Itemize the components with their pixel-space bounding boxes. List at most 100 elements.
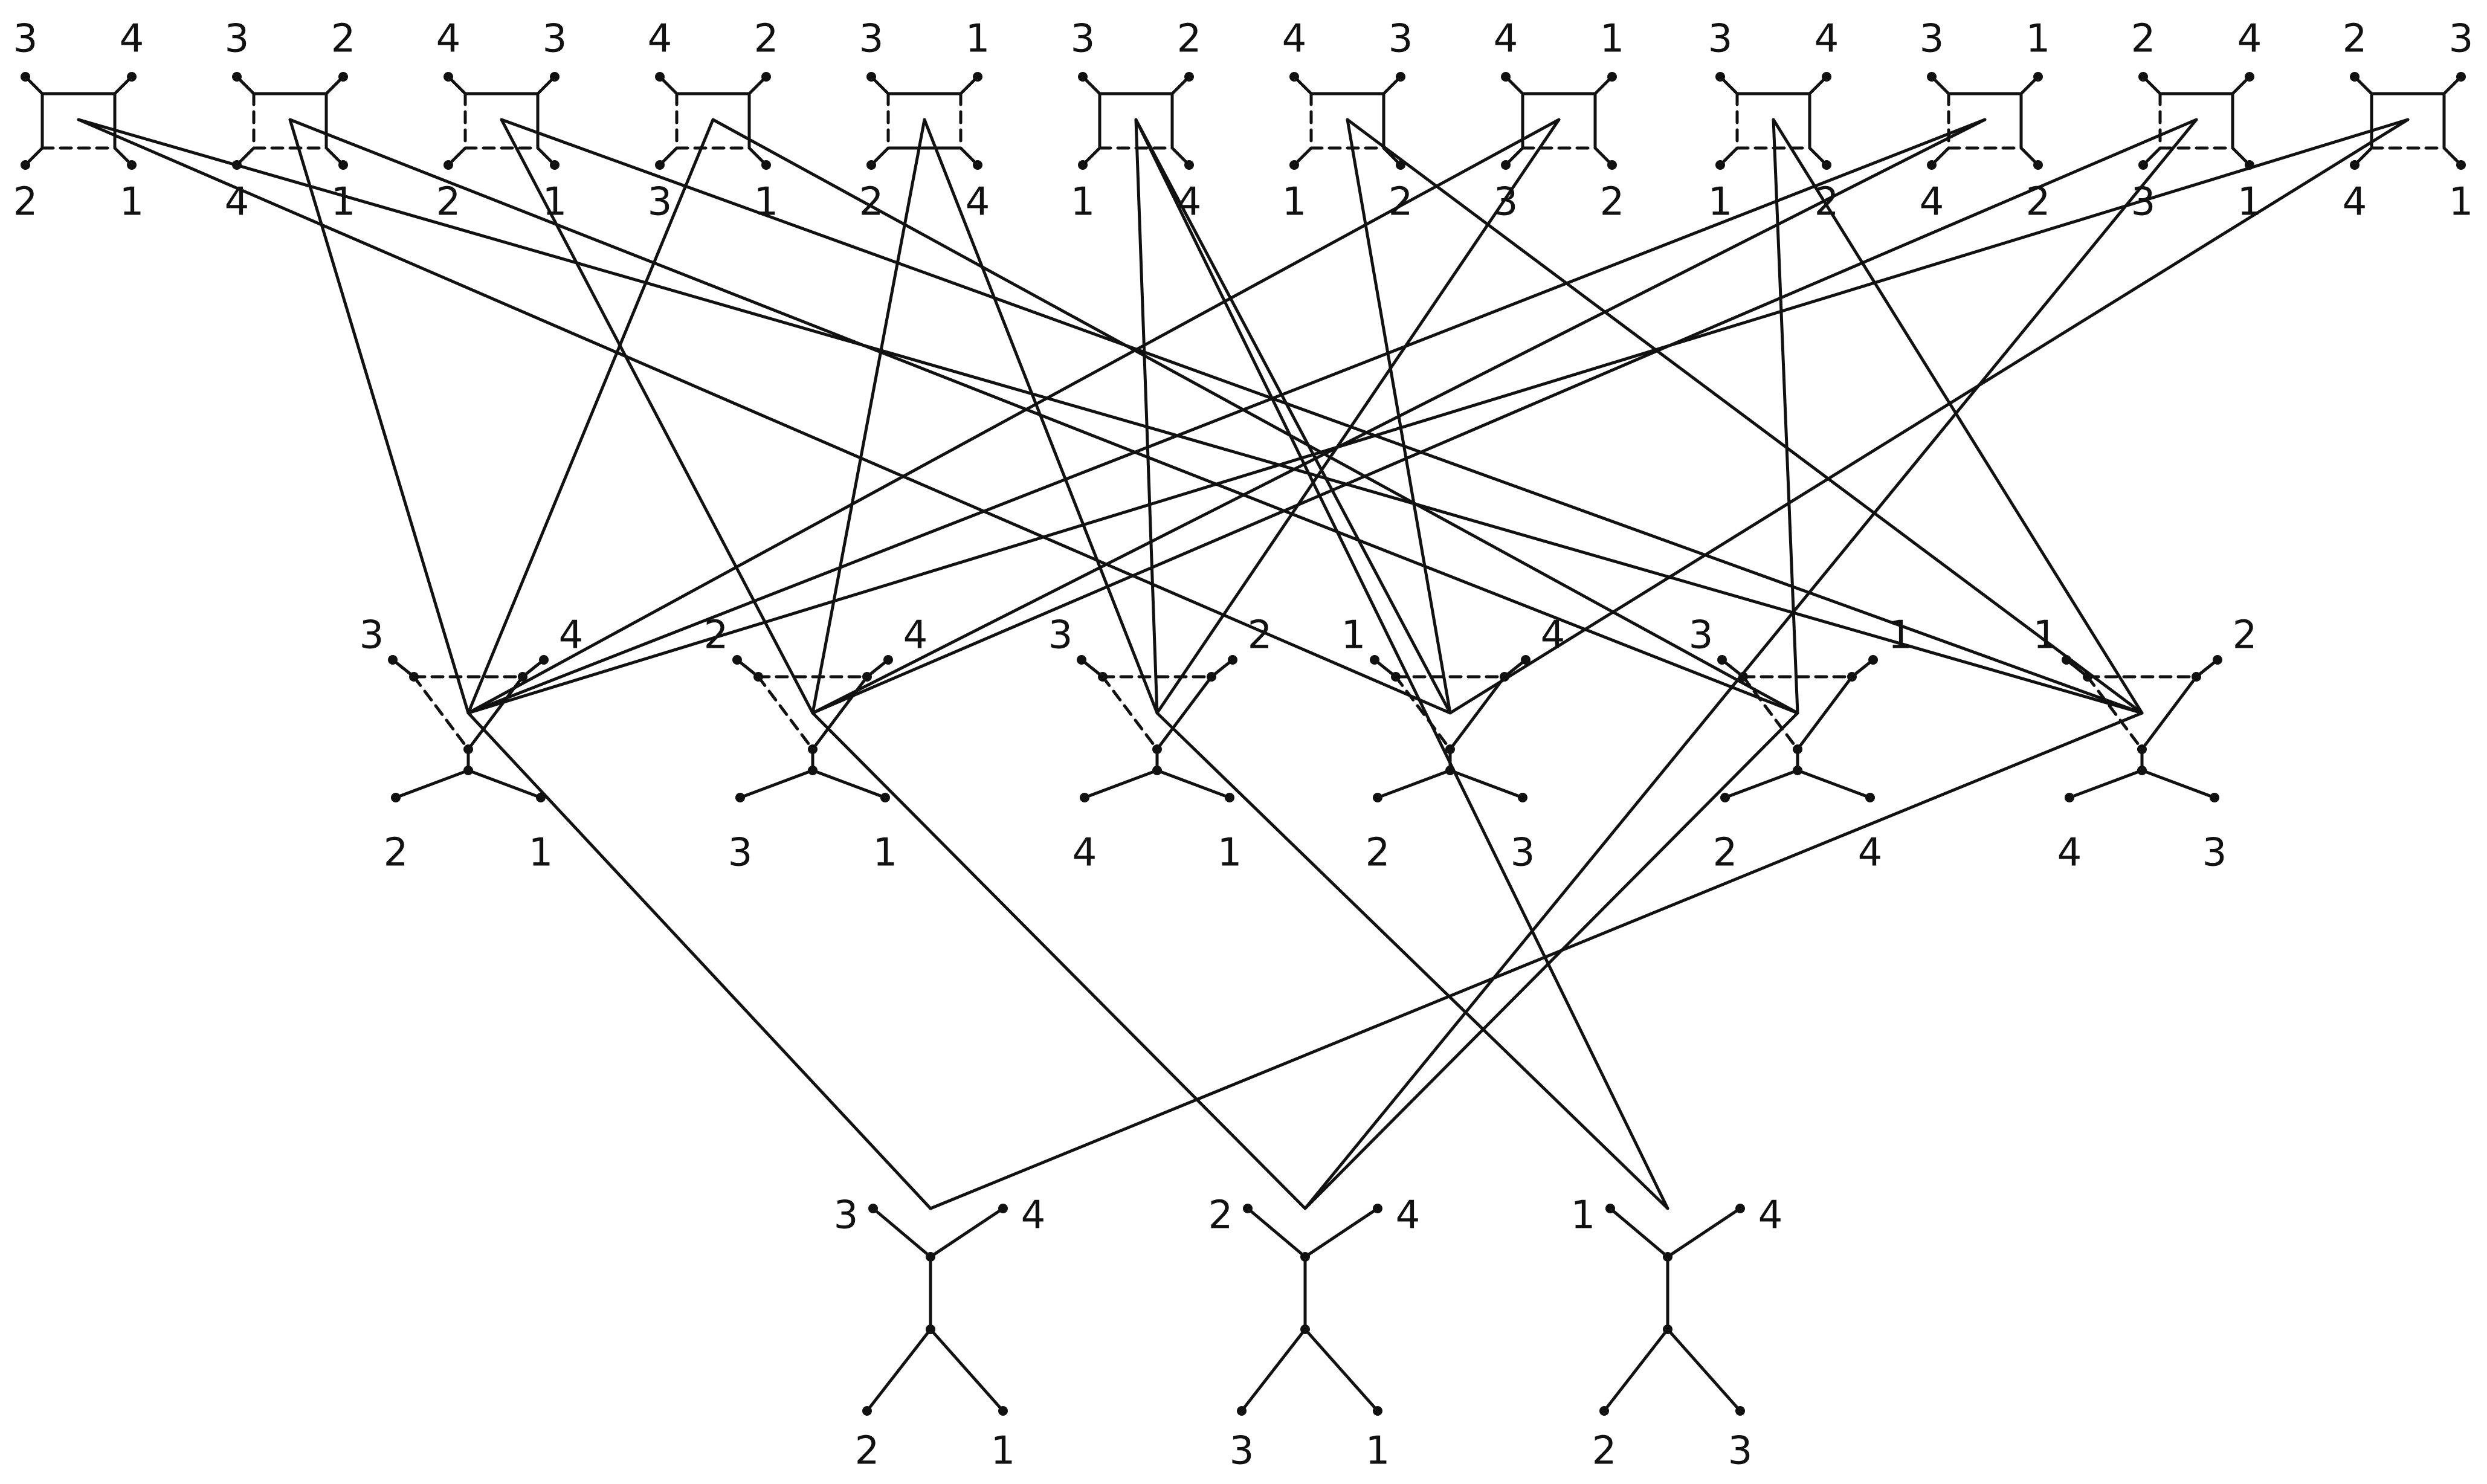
leaf-node [127, 160, 137, 170]
leaf-label: 3 [360, 613, 384, 658]
leaf-label: 4 [1920, 180, 1944, 225]
leaf-label: 3 [1689, 613, 1714, 658]
inner-node [1663, 1252, 1673, 1262]
leaf-edge [1666, 1328, 1742, 1413]
leaf-label: 3 [2449, 17, 2474, 62]
triangle-left-edge [756, 675, 814, 751]
leaf-label: 2 [754, 17, 779, 62]
inner-node [1300, 1324, 1310, 1334]
leaf-node [1184, 72, 1194, 82]
leaf-edge [1246, 1207, 1307, 1259]
connector-t4-m1 [466, 118, 715, 715]
leaf-label: 2 [2131, 17, 2156, 62]
leaf-edge [1796, 769, 1872, 799]
leaf-node [998, 1204, 1008, 1213]
leaf-label: 2 [13, 180, 38, 225]
inner-node [753, 672, 763, 682]
connector-t3-m6 [500, 118, 2144, 715]
leaf-label: 1 [543, 180, 567, 225]
connector-m6-b1 [929, 711, 2144, 1210]
leaf-edge [1448, 769, 1524, 799]
leaf-edge [466, 769, 543, 799]
leaf-label: 1 [1282, 180, 1307, 225]
leaf-node [21, 72, 30, 82]
leaf-edge [929, 1207, 1005, 1259]
leaf-node [1715, 72, 1725, 82]
leaf-label: 2 [2343, 17, 2367, 62]
leaf-node [1927, 160, 1937, 170]
leaf-label: 1 [1341, 613, 1366, 658]
leaf-node [444, 72, 453, 82]
leaf-node [1518, 793, 1527, 802]
leaf-node [866, 160, 876, 170]
inner-node [1152, 744, 1162, 754]
leaf-label: 2 [1177, 17, 1202, 62]
inner-node [463, 744, 473, 754]
leaf-label: 4 [1282, 17, 1307, 62]
leaf-node [1607, 160, 1617, 170]
leaf-node [2245, 72, 2254, 82]
leaf-node [550, 160, 560, 170]
inner-node [2192, 672, 2201, 682]
leaf-label: 2 [1366, 831, 1390, 876]
leaf-label: 3 [859, 17, 884, 62]
leaf-label: 3 [728, 831, 753, 876]
connector-t2-m5 [288, 118, 1799, 715]
leaf-label: 4 [1396, 1193, 1421, 1238]
leaf-node [998, 1406, 1008, 1416]
leaf-node [550, 72, 560, 82]
leaf-node [973, 160, 982, 170]
leaf-node [2213, 655, 2222, 665]
leaf-node [1373, 1204, 1382, 1213]
leaf-node [880, 793, 890, 802]
leaf-label: 2 [1389, 180, 1413, 225]
leaf-node [338, 72, 348, 82]
leaf-node [1184, 160, 1194, 170]
inner-node [1207, 672, 1216, 682]
leaf-label: 2 [436, 180, 461, 225]
leaf-node [1078, 160, 1088, 170]
connector-t11-m2 [811, 118, 2198, 715]
leaf-edge [1602, 1328, 1669, 1413]
leaf-label: 4 [1073, 831, 1097, 876]
triangle-right-edge [1796, 675, 1854, 751]
leaf-label: 2 [331, 17, 356, 62]
connector-t12-m4 [1448, 118, 2410, 715]
leaf-label: 4 [1758, 1193, 1783, 1238]
leaf-node [1735, 1406, 1745, 1416]
leaf-label: 1 [1708, 180, 1733, 225]
leaf-label: 1 [1218, 831, 1242, 876]
leaf-label: 4 [966, 180, 990, 225]
connector-t7-m6 [1346, 118, 2144, 715]
connector-t5-m2 [811, 118, 926, 715]
leaf-node [1717, 655, 1727, 665]
leaf-node [1243, 1204, 1253, 1213]
leaf-label: 2 [2233, 613, 2257, 658]
inner-node [1445, 744, 1455, 754]
leaf-edge [394, 769, 470, 799]
leaf-node [536, 793, 546, 802]
triangle-left-edge [2086, 675, 2144, 751]
leaf-label: 3 [1494, 180, 1518, 225]
inner-node [518, 672, 527, 682]
leaf-node [1865, 793, 1875, 802]
leaf-node [388, 655, 398, 665]
leaf-label: 1 [2237, 180, 2262, 225]
leaf-node [2245, 160, 2254, 170]
connector-m1-b1 [466, 711, 932, 1210]
leaf-node [1501, 72, 1511, 82]
leaf-node [127, 72, 137, 82]
leaf-node [2350, 72, 2360, 82]
leaf-label: 1 [331, 180, 356, 225]
leaf-node [1228, 655, 1237, 665]
inner-node [926, 1324, 935, 1334]
leaf-label: 4 [903, 613, 928, 658]
leaf-node [1521, 655, 1531, 665]
leaf-label: 4 [225, 180, 250, 225]
leaf-node [1868, 655, 1878, 665]
